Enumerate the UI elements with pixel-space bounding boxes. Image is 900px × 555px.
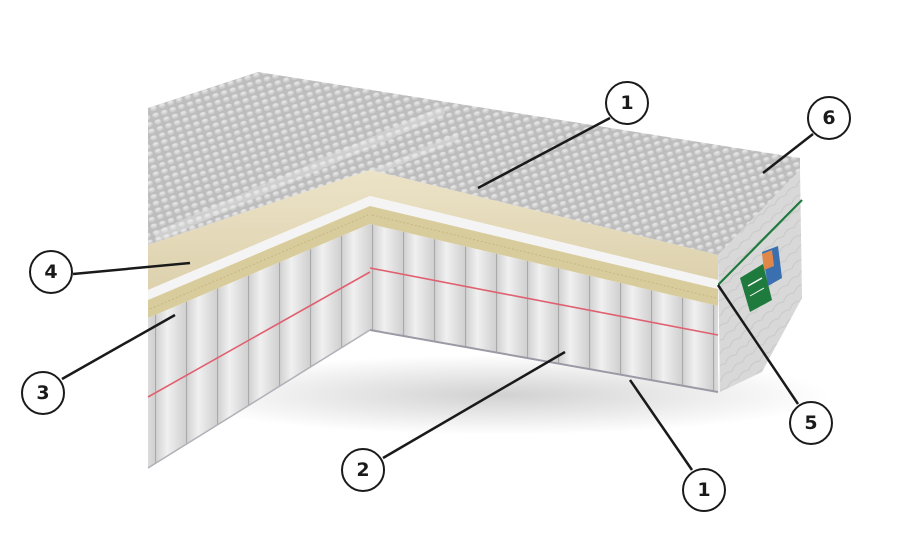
leader-4 [72, 261, 191, 276]
leader-1-top [477, 116, 611, 190]
leader-1-bottom [628, 379, 694, 471]
leader-2 [382, 350, 566, 460]
callout-1-top: 1 [605, 81, 649, 125]
leader-lines [61, 116, 814, 471]
callout-3: 3 [21, 371, 65, 415]
comfort-foam-layer-right [370, 170, 718, 280]
callout-6: 6 [807, 96, 851, 140]
base-layer [369, 329, 719, 393]
zip-piping [717, 199, 803, 286]
white-layer-left [148, 196, 370, 300]
callout-number: 5 [804, 412, 818, 434]
felt-layer-left [148, 206, 370, 318]
pocket-springs-left [148, 224, 370, 468]
spring-stitch-left [147, 271, 371, 398]
comfort-foam-layer-left [148, 170, 370, 290]
callout-1-bottom: 1 [682, 468, 726, 512]
callout-number: 6 [822, 107, 836, 129]
leader-6 [762, 133, 814, 174]
callout-5: 5 [789, 401, 833, 445]
white-layer-right [370, 196, 718, 289]
brand-label [740, 246, 782, 312]
callout-number: 1 [697, 479, 711, 501]
callout-number: 3 [36, 382, 50, 404]
felt-texture [149, 214, 717, 310]
pocket-springs-right [370, 224, 718, 392]
callout-4: 4 [29, 250, 73, 294]
spring-stitch-right [369, 267, 719, 336]
callout-number: 4 [44, 261, 58, 283]
base-layer-left [147, 329, 371, 469]
callout-number: 1 [620, 92, 634, 114]
callout-2: 2 [341, 448, 385, 492]
top-cover-quilted [148, 72, 800, 255]
callout-number: 2 [356, 459, 370, 481]
leader-5 [716, 284, 800, 405]
leader-3 [61, 313, 176, 381]
